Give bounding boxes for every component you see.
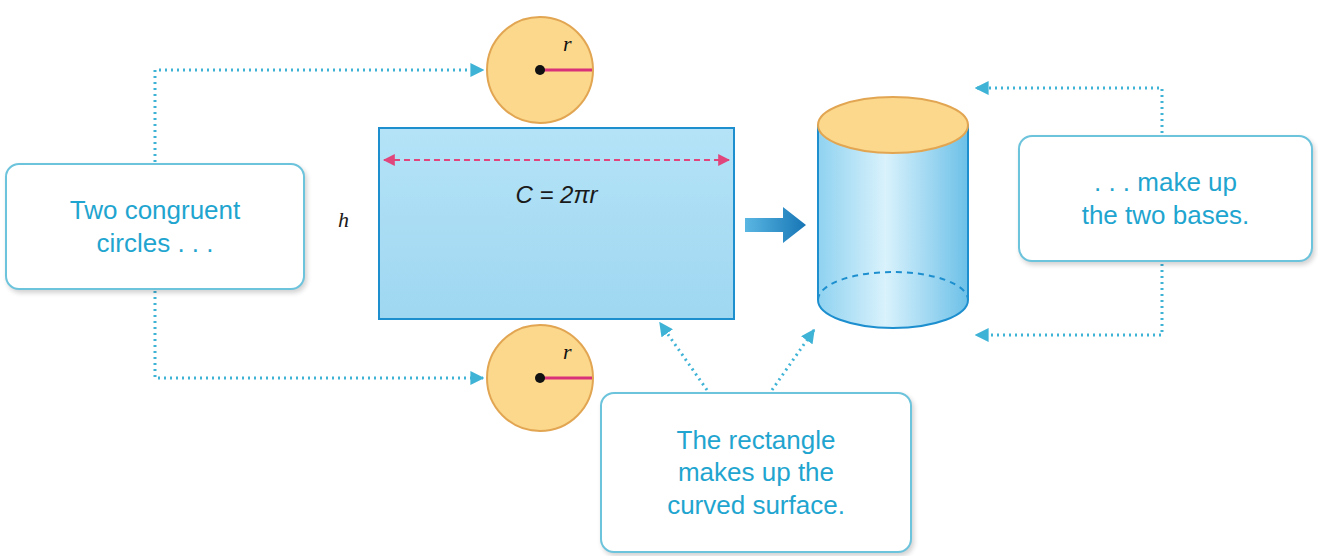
dotted-connector — [660, 323, 707, 390]
transform-arrow — [745, 207, 806, 243]
circle-outline — [487, 325, 593, 431]
callout-text: Two congruent circles . . . — [40, 194, 270, 259]
circumference-formula: C = 2πr — [380, 183, 733, 207]
callout-box: Two congruent circles . . . — [5, 163, 305, 290]
leader-line — [976, 88, 1162, 133]
callout-text: . . . make up the two bases. — [1077, 166, 1255, 231]
circle-shape — [485, 15, 595, 125]
lateral-rectangle: hC = 2πr — [378, 127, 735, 320]
callout-box: . . . make up the two bases. — [1018, 135, 1313, 262]
circumference-arrow — [380, 129, 733, 318]
cylinder-body — [818, 125, 968, 328]
radius-label: r — [563, 33, 572, 55]
radius-line — [540, 69, 592, 72]
height-label: h — [338, 209, 349, 231]
base-circle: r — [485, 323, 595, 433]
callout-text: The rectangle makes up the curved surfac… — [649, 424, 864, 522]
center-dot — [535, 373, 545, 383]
dashed-arrow — [384, 159, 729, 161]
leader-line — [976, 264, 1162, 335]
callout-box: The rectangle makes up the curved surfac… — [600, 392, 912, 553]
hidden-base-edge — [818, 272, 968, 300]
radius-label: r — [563, 341, 572, 363]
base-circle: r — [485, 15, 595, 125]
circle-shape — [485, 323, 595, 433]
radius-line — [540, 377, 592, 380]
leader-line — [772, 330, 814, 390]
circle-outline — [487, 17, 593, 123]
center-dot — [535, 65, 545, 75]
cylinder-top-base — [818, 97, 968, 153]
